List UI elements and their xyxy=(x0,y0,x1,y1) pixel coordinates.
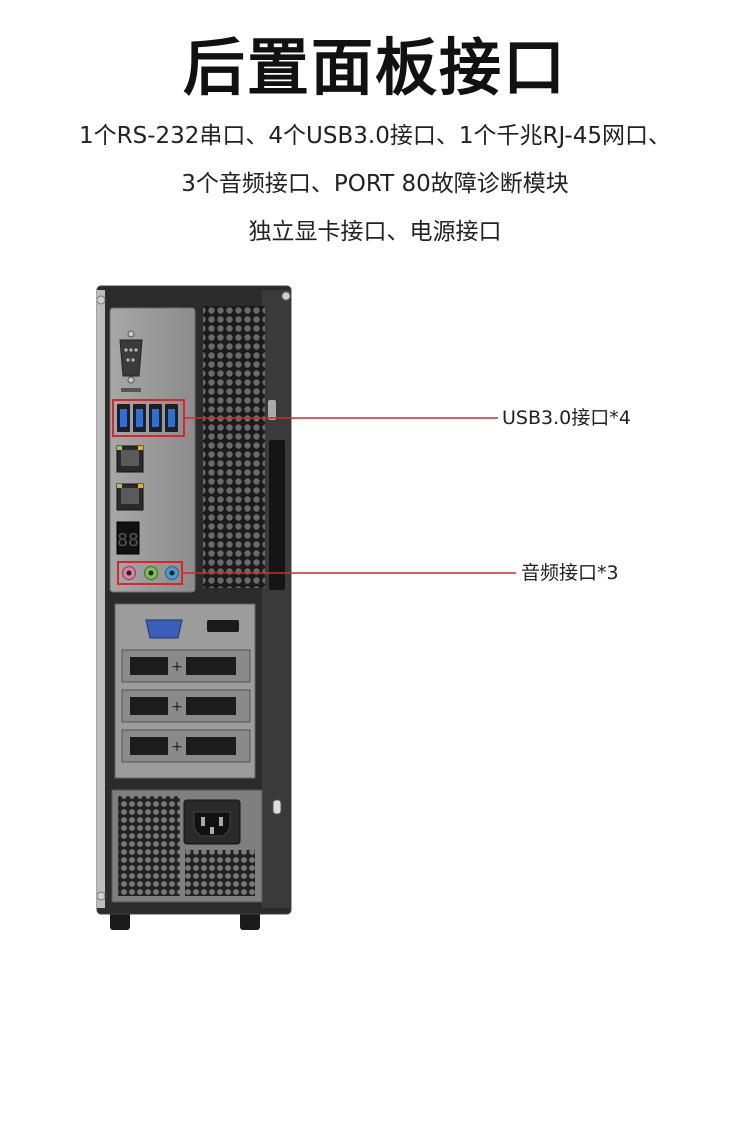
chassis-right-rail xyxy=(262,290,290,908)
spec-line-2: 3个音频接口、PORT 80故障诊断模块 xyxy=(181,171,569,197)
usb-port-icon xyxy=(152,409,159,427)
svg-text:+: + xyxy=(171,659,183,675)
svg-text:+: + xyxy=(171,739,183,755)
screw-icon xyxy=(96,295,106,305)
screw-icon xyxy=(96,891,106,901)
audio-callout-label: 音频接口*3 xyxy=(521,562,619,584)
chassis-left-rail xyxy=(97,290,105,908)
psu-vent-left xyxy=(118,796,180,896)
spec-line-3: 独立显卡接口、电源接口 xyxy=(248,219,502,245)
audio-jacks xyxy=(122,566,179,580)
svg-text:88: 88 xyxy=(117,530,139,551)
power-socket xyxy=(183,799,241,845)
usb-port-icon xyxy=(168,409,175,427)
usb-ports xyxy=(117,404,178,432)
port80-debug-display: 88 xyxy=(116,521,140,555)
page-title: 后置面板接口 xyxy=(182,31,567,104)
hdmi-port-icon xyxy=(207,620,239,632)
kensington-lock-icon xyxy=(272,799,282,815)
graphics-ports xyxy=(145,619,239,639)
serial-port xyxy=(119,330,143,392)
svg-text:+: + xyxy=(171,699,183,715)
screw-icon xyxy=(281,291,291,301)
top-vent-grille xyxy=(203,306,265,588)
spec-line-1: 1个RS-232串口、4个USB3.0接口、1个千兆RJ-45网口、 xyxy=(79,123,671,149)
psu-vent-bottom xyxy=(185,850,255,896)
thumbscrew-top xyxy=(268,400,276,420)
usb-callout-label: USB3.0接口*4 xyxy=(502,407,631,429)
usb-port-icon xyxy=(120,409,127,427)
vga-port-icon xyxy=(145,619,183,639)
lan-ports xyxy=(116,445,144,511)
side-handle xyxy=(269,440,285,590)
usb-port-icon xyxy=(136,409,143,427)
slot-covers: + + + xyxy=(121,649,251,763)
